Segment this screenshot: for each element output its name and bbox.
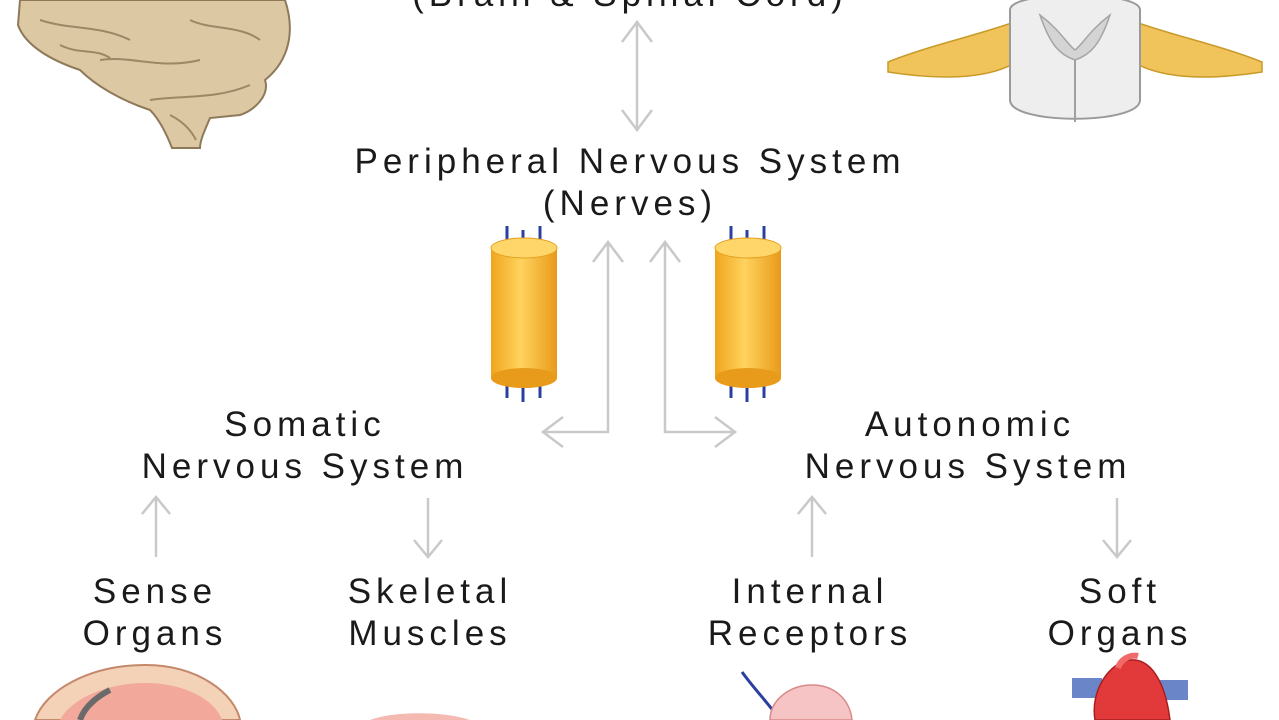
heart-illustration	[1072, 652, 1188, 720]
internal-receptors-label-line2: Receptors	[707, 614, 913, 653]
autonomic-label-line1: Autonomic	[864, 405, 1076, 444]
arrow-internal-up	[797, 495, 827, 557]
somatic-label-line1: Somatic	[224, 405, 386, 444]
nerve-bundle-right	[714, 226, 782, 402]
pns-label-line1: Peripheral Nervous System	[354, 142, 906, 181]
arrow-skeletal-down	[413, 498, 443, 559]
internal-receptors-label-line1: Internal	[731, 572, 889, 611]
cns-label-line2: (Brain & Spinal Cord)	[360, 0, 900, 15]
arrow-to-somatic	[540, 239, 624, 448]
eye-illustration	[33, 663, 242, 720]
arrow-to-autonomic	[649, 239, 738, 448]
soft-organs-label-line1: Soft	[1078, 572, 1162, 611]
arrow-sense-up	[141, 495, 171, 557]
somatic-label-line2: Nervous System	[141, 447, 469, 486]
muscle-illustration	[370, 713, 470, 720]
receptor-illustration	[740, 671, 853, 720]
skeletal-muscles-label-line2: Muscles	[348, 614, 512, 653]
soft-organs-label-line2: Organs	[1047, 614, 1193, 653]
skeletal-muscles-label-line1: Skeletal	[347, 572, 513, 611]
nerve-bundle-left	[490, 226, 558, 402]
arrow-soft-down	[1102, 498, 1132, 559]
sense-organs-label-line1: Sense	[92, 572, 218, 611]
sense-organs-label-line2: Organs	[82, 614, 228, 653]
pns-label-line2: (Nerves)	[542, 184, 718, 223]
autonomic-label-line2: Nervous System	[804, 447, 1132, 486]
arrows	[141, 19, 1132, 559]
brain-illustration	[16, 0, 291, 149]
spinal-cord-illustration	[887, 0, 1263, 122]
arrow-cns-pns	[621, 19, 653, 133]
